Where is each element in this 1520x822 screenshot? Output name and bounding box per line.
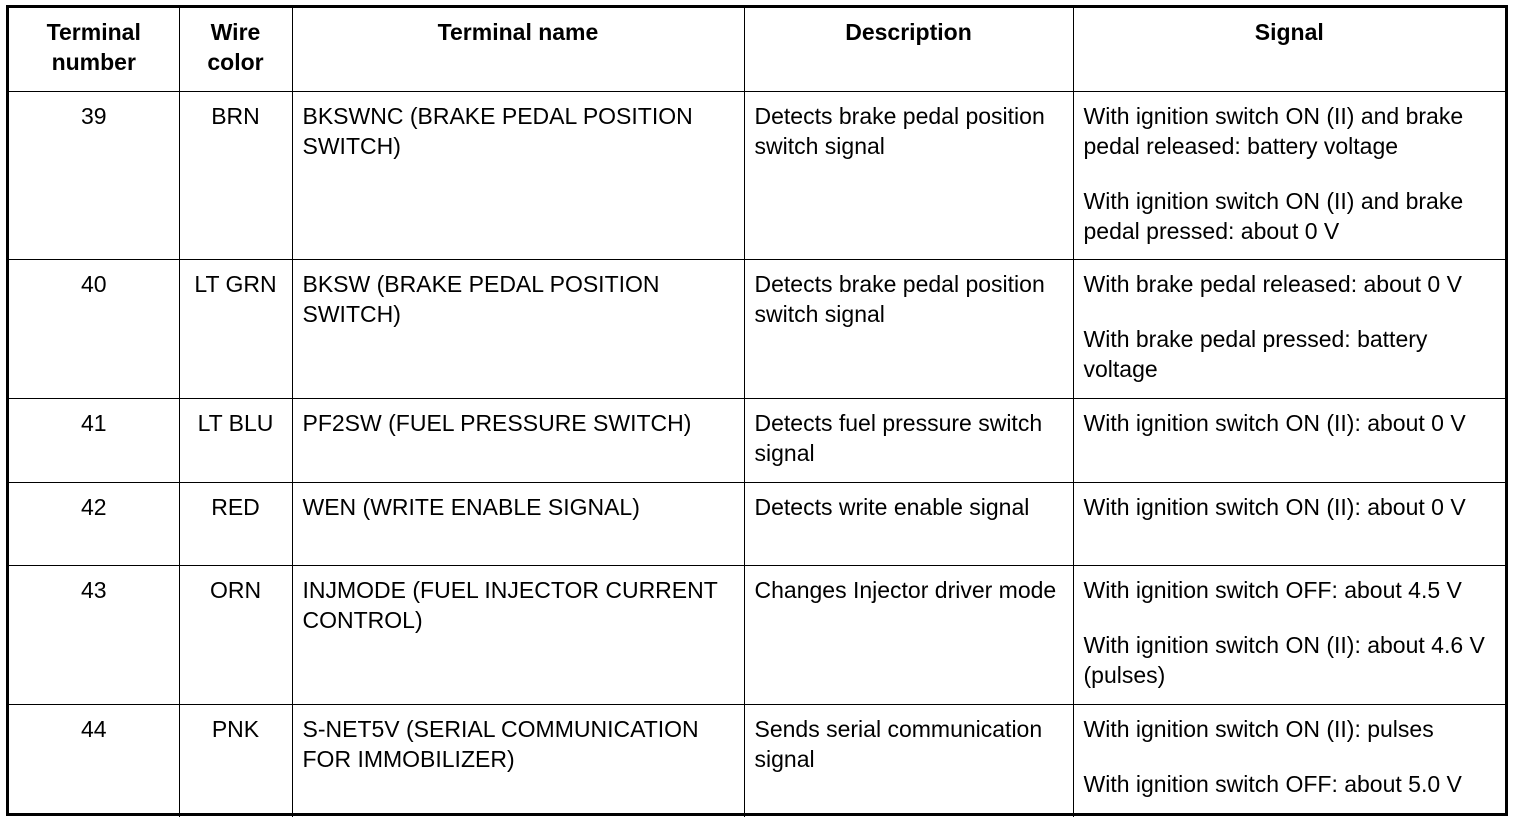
signal-line: With ignition switch ON (II): about 0 V (1083, 493, 1466, 520)
terminal-table-frame: Terminal number Wire color Terminal name… (6, 5, 1508, 817)
description-cell: Detects brake pedal position switch sign… (743, 258, 1074, 399)
header-terminal-number: Terminal number (9, 8, 180, 92)
wire-color-cell: BRN (178, 90, 293, 260)
terminal-number-cell: 43 (9, 564, 180, 705)
signal-cell: With ignition switch ON (II): pulses Wit… (1072, 703, 1505, 817)
header-description: Description (743, 8, 1074, 92)
table-row: 42 RED WEN (WRITE ENABLE SIGNAL) Detects… (9, 481, 1505, 566)
table-row: 39 BRN BKSWNC (BRAKE PEDAL POSITION SWIT… (9, 90, 1505, 260)
wire-color-cell: PNK (178, 703, 293, 817)
signal-cell: With ignition switch ON (II): about 0 V (1072, 397, 1505, 483)
signal-cell: With ignition switch ON (II): about 0 V (1072, 481, 1505, 566)
header-wire-color-line-1: Wire (210, 19, 261, 45)
signal-line: With ignition switch ON (II): pulses (1083, 715, 1434, 742)
header-wire-color-line-2: color (207, 49, 264, 75)
signal-line: With ignition switch ON (II) and brake p… (1083, 102, 1464, 159)
terminal-number-cell: 40 (9, 258, 180, 399)
terminal-name-cell: INJMODE (FUEL INJECTOR CURRENT CONTROL) (291, 564, 745, 705)
signal-cell: With brake pedal released: about 0 V Wit… (1072, 258, 1505, 399)
signal-line: With ignition switch OFF: about 4.5 V (1083, 576, 1462, 603)
terminal-name-cell: S-NET5V (SERIAL COMMUNICATION FOR IMMOBI… (291, 703, 745, 817)
table-row: 44 PNK S-NET5V (SERIAL COMMUNICATION FOR… (9, 703, 1505, 817)
wire-color-cell: ORN (178, 564, 293, 705)
terminal-name-cell: BKSWNC (BRAKE PEDAL POSITION SWITCH) (291, 90, 745, 260)
wire-color-cell: LT BLU (178, 397, 293, 483)
terminal-name-cell: PF2SW (FUEL PRESSURE SWITCH) (291, 397, 745, 483)
description-cell: Detects brake pedal position switch sign… (743, 90, 1074, 260)
terminal-number-cell: 42 (9, 481, 180, 566)
signal-line: With ignition switch ON (II): about 4.6 … (1083, 631, 1485, 688)
terminal-number-cell: 39 (9, 90, 180, 260)
terminal-table: Terminal number Wire color Terminal name… (9, 8, 1505, 817)
terminal-number-cell: 44 (9, 703, 180, 817)
terminal-name-cell: WEN (WRITE ENABLE SIGNAL) (291, 481, 745, 566)
signal-line: With ignition switch OFF: about 5.0 V (1083, 770, 1462, 797)
header-wire-color: Wire color (178, 8, 293, 92)
table-row: 43 ORN INJMODE (FUEL INJECTOR CURRENT CO… (9, 564, 1505, 705)
wire-color-cell: RED (178, 481, 293, 566)
signal-line: With brake pedal released: about 0 V (1083, 270, 1462, 297)
signal-line: With brake pedal pressed: battery voltag… (1083, 325, 1428, 382)
header-terminal-number-line-1: Terminal (46, 19, 141, 45)
header-terminal-name: Terminal name (291, 8, 745, 92)
terminal-number-cell: 41 (9, 397, 180, 483)
wire-color-cell: LT GRN (178, 258, 293, 399)
signal-line: With ignition switch ON (II) and brake p… (1083, 187, 1464, 244)
header-terminal-number-line-2: number (51, 49, 136, 75)
description-cell: Detects fuel pressure switch signal (743, 397, 1074, 483)
header-row: Terminal number Wire color Terminal name… (9, 8, 1505, 92)
signal-cell: With ignition switch OFF: about 4.5 V Wi… (1072, 564, 1505, 705)
table-row: 40 LT GRN BKSW (BRAKE PEDAL POSITION SWI… (9, 258, 1505, 399)
signal-line: With ignition switch ON (II): about 0 V (1083, 409, 1466, 436)
table-row: 41 LT BLU PF2SW (FUEL PRESSURE SWITCH) D… (9, 397, 1505, 483)
terminal-name-cell: BKSW (BRAKE PEDAL POSITION SWITCH) (291, 258, 745, 399)
description-cell: Sends serial communication signal (743, 703, 1074, 817)
description-cell: Detects write enable signal (743, 481, 1074, 566)
description-cell: Changes Injector driver mode (743, 564, 1074, 705)
header-signal: Signal (1072, 8, 1505, 92)
signal-cell: With ignition switch ON (II) and brake p… (1072, 90, 1505, 260)
